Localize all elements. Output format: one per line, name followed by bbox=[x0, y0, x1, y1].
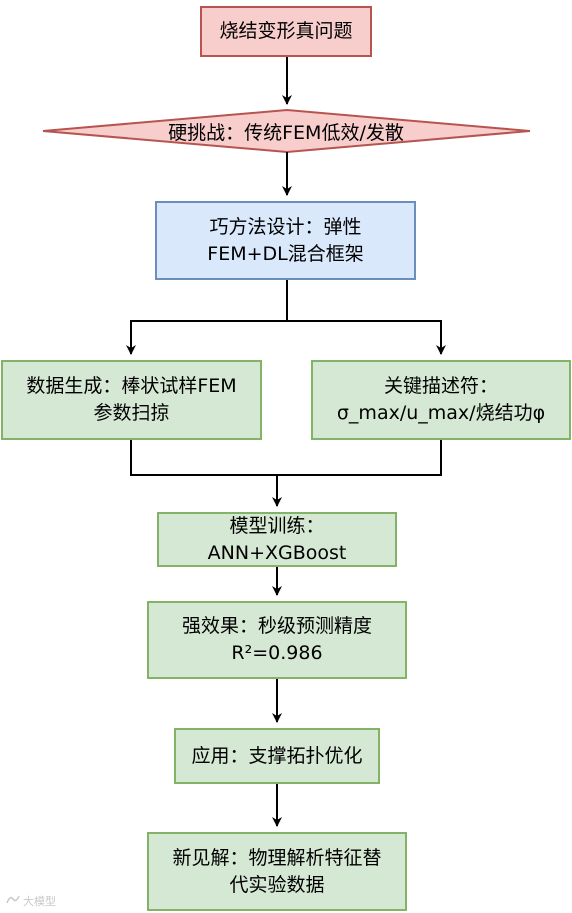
node-challenge: 硬挑战：传统FEM低效/发散 bbox=[40, 110, 532, 152]
node-application-label: 应用：支撑拓扑优化 bbox=[191, 744, 363, 767]
node-descriptors-line2: σ_max/u_max/烧结功φ bbox=[336, 402, 546, 424]
node-method-line1: 巧方法设计：弹性 bbox=[209, 215, 362, 238]
node-insight: 新见解：物理解析特征替 代实验数据 bbox=[147, 832, 407, 911]
node-insight-line2: 代实验数据 bbox=[229, 873, 325, 896]
node-training-line2: ANN+XGBoost bbox=[207, 541, 347, 564]
challenge-diamond bbox=[42, 108, 531, 154]
node-descriptors: 关键描述符： σ_max/u_max/烧结功φ bbox=[311, 360, 571, 440]
node-effect-line1: 强效果：秒级预测精度 bbox=[181, 615, 372, 637]
watermark: 大模型 bbox=[6, 893, 56, 909]
node-problem-label: 烧结变形真问题 bbox=[219, 20, 353, 42]
node-effect: 强效果：秒级预测精度 R²=0.986 bbox=[147, 601, 407, 679]
node-problem: 烧结变形真问题 bbox=[200, 6, 372, 57]
node-data-generation: 数据生成：棒状试样FEM 参数扫掠 bbox=[1, 360, 262, 440]
node-training-line1: 模型训练： bbox=[229, 514, 325, 537]
node-insight-line1: 新见解：物理解析特征替 bbox=[172, 846, 382, 869]
watermark-text: 大模型 bbox=[23, 895, 56, 908]
watermark-logo-icon bbox=[6, 894, 20, 908]
node-descriptors-line1: 关键描述符： bbox=[383, 375, 498, 397]
edge-descriptors-to-training bbox=[277, 440, 442, 476]
edge-datagen-to-training bbox=[130, 440, 282, 507]
node-training: 模型训练： ANN+XGBoost bbox=[157, 512, 397, 567]
node-application: 应用：支撑拓扑优化 bbox=[174, 728, 380, 784]
node-effect-line2: R²=0.986 bbox=[231, 642, 323, 664]
node-challenge-label: 硬挑战：传统FEM低效/发散 bbox=[168, 121, 404, 144]
node-method-line2: FEM+DL混合框架 bbox=[207, 242, 364, 265]
edge-method-to-descriptors bbox=[287, 320, 446, 355]
node-method: 巧方法设计：弹性 FEM+DL混合框架 bbox=[155, 201, 416, 280]
node-data-generation-line1: 数据生成：棒状试样FEM bbox=[26, 375, 237, 397]
node-data-generation-line2: 参数扫掠 bbox=[93, 402, 170, 424]
edge-method-to-datagen bbox=[126, 280, 288, 355]
